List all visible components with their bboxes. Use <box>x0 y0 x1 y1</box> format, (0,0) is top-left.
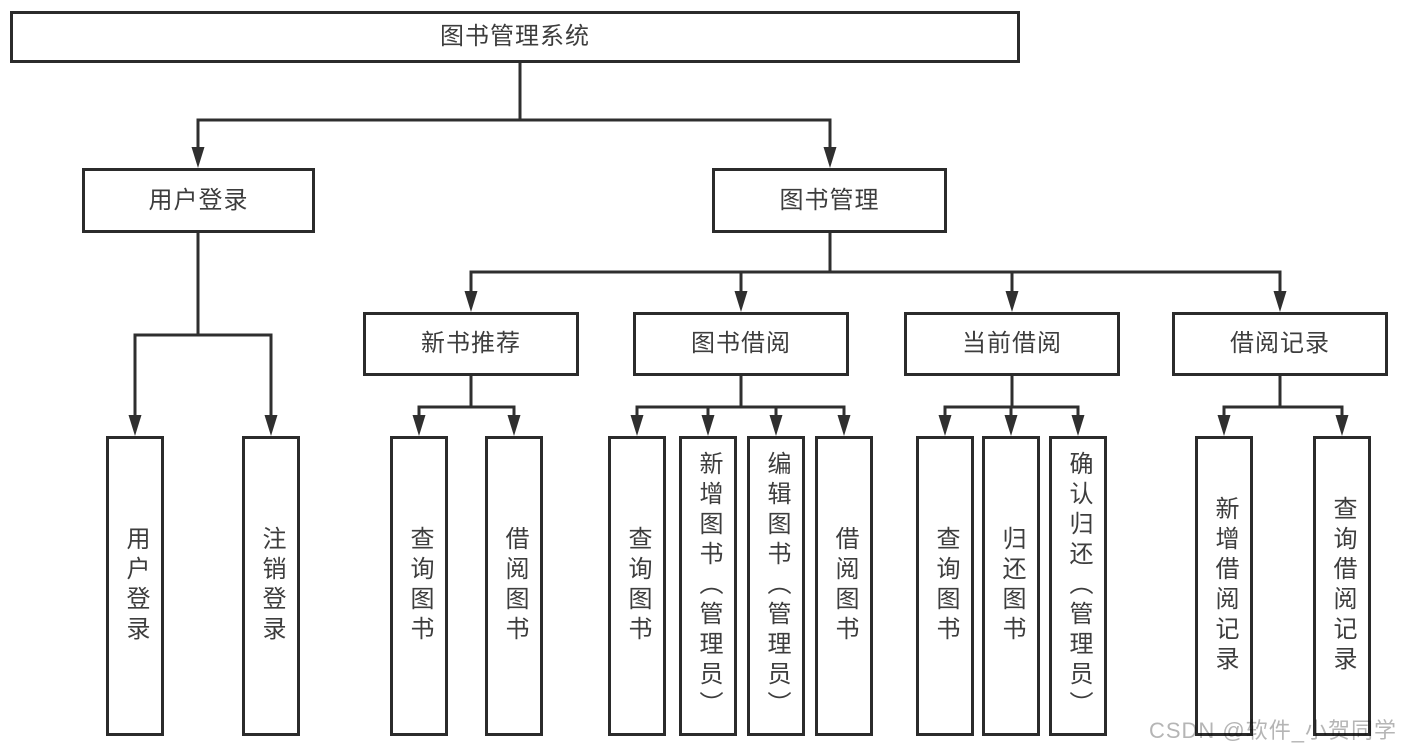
leaf-cb-query-books: 查询图书 <box>916 436 974 736</box>
leaf-logout: 注销登录 <box>242 436 300 736</box>
node-book-management: 图书管理 <box>712 168 947 233</box>
csdn-watermark: CSDN @软件_小贺同学 <box>1148 718 1397 743</box>
connector-user-login-to-leaves <box>128 233 278 436</box>
connector-root-to-level2 <box>191 63 837 168</box>
node-current-borrow: 当前借阅 <box>904 312 1120 376</box>
leaf-br-query-record: 查询借阅记录 <box>1313 436 1371 736</box>
node-user-login: 用户登录 <box>82 168 315 233</box>
node-book-borrow: 图书借阅 <box>633 312 849 376</box>
leaf-bb-borrow-books: 借阅图书 <box>815 436 873 736</box>
node-root-library-system: 图书管理系统 <box>10 11 1020 63</box>
connector-book-borrow-to-leaves <box>630 376 851 436</box>
node-borrow-records: 借阅记录 <box>1172 312 1388 376</box>
node-new-book-recommend: 新书推荐 <box>363 312 579 376</box>
connector-borrow-records-to-leaves <box>1217 376 1349 436</box>
leaf-bb-edit-books-admin: 编辑图书（管理员） <box>747 436 805 736</box>
leaf-br-add-record: 新增借阅记录 <box>1195 436 1253 736</box>
connector-book-management-to-level3 <box>464 233 1287 312</box>
leaf-cb-confirm-return-admin: 确认归还（管理员） <box>1049 436 1107 736</box>
connector-new-book-recommend-to-leaves <box>412 376 521 436</box>
leaf-bb-query-books: 查询图书 <box>608 436 666 736</box>
leaf-user-login: 用户登录 <box>106 436 164 736</box>
leaf-bb-add-books-admin: 新增图书（管理员） <box>679 436 737 736</box>
leaf-nbr-query-books: 查询图书 <box>390 436 448 736</box>
leaf-cb-return-books: 归还图书 <box>982 436 1040 736</box>
connector-current-borrow-to-leaves <box>938 376 1085 436</box>
leaf-nbr-borrow-books: 借阅图书 <box>485 436 543 736</box>
